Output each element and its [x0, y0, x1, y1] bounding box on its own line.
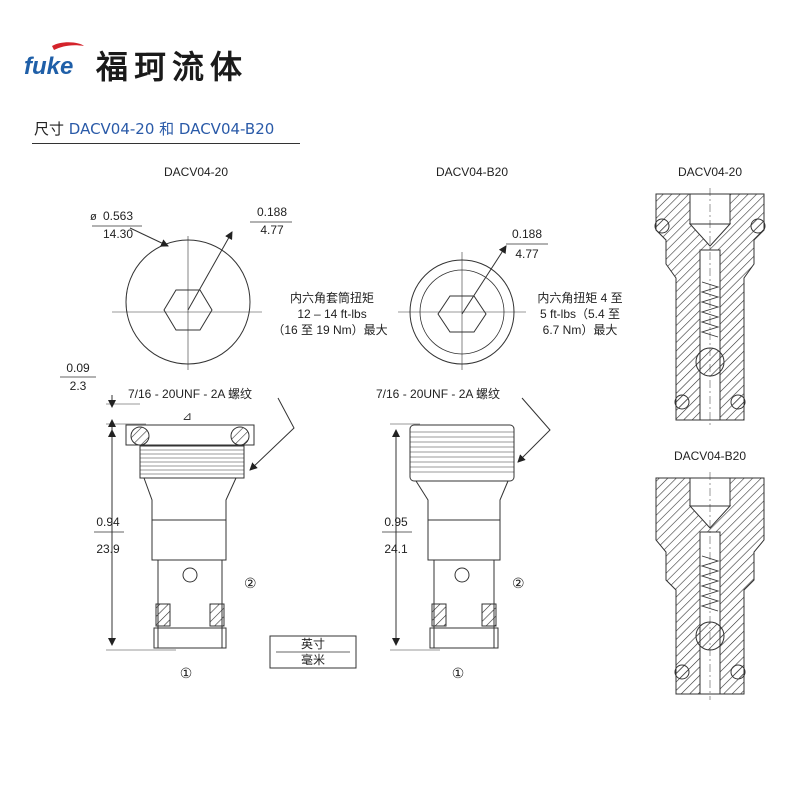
left-thread-label: 7/16 - 20UNF - 2A 螺纹: [128, 387, 252, 401]
svg-text:⊿: ⊿: [182, 409, 192, 423]
section-title: 尺寸 DACV04-20 和 DACV04-B20: [34, 118, 274, 139]
middle-side-view: [382, 397, 551, 651]
left-torque-line-2: 12 – 14 ft-lbs: [297, 307, 366, 321]
left-shoulder-mm: 2.3: [70, 379, 87, 393]
left-dia-mm: 14.30: [103, 227, 133, 241]
left-hex-socket: [163, 289, 213, 331]
middle-port-1: ①: [452, 665, 465, 681]
left-top-view: [92, 221, 292, 370]
middle-port-2: ②: [512, 575, 525, 591]
middle-length-mm: 24.1: [384, 542, 408, 556]
legend-inch: 英寸: [301, 637, 325, 651]
middle-torque-line-3: 6.7 Nm）最大: [543, 323, 618, 337]
middle-torque-line-2: 5 ft-lbs（5.4 至: [540, 307, 620, 321]
section-rule: [32, 143, 300, 144]
left-dia-symbol: ø: [90, 211, 97, 223]
middle-thread-label: 7/16 - 20UNF - 2A 螺纹: [376, 387, 500, 401]
middle-top-view: [398, 243, 548, 370]
middle-hex-inch: 0.188: [512, 227, 542, 241]
section-prefix: 尺寸: [34, 120, 69, 138]
legend-mm: 毫米: [301, 652, 325, 667]
left-length-mm: 23.9: [96, 542, 120, 556]
left-hex-mm: 4.77: [260, 223, 284, 237]
left-torque-line-1: 内六角套筒扭矩: [290, 290, 374, 305]
left-shoulder-inch: 0.09: [66, 361, 90, 375]
fuke-logo: fuke: [24, 42, 84, 80]
section-models: DACV04-20 和 DACV04-B20: [68, 120, 275, 138]
right-top-section: [654, 188, 766, 426]
middle-torque-line-1: 内六角扭矩 4 至: [537, 291, 622, 305]
left-port-2: ②: [244, 575, 257, 591]
middle-length-inch: 0.95: [384, 515, 408, 529]
left-port-1: ①: [180, 665, 193, 681]
middle-model-label: DACV04-B20: [436, 165, 508, 179]
left-hex-inch: 0.188: [257, 205, 287, 219]
left-length-inch: 0.94: [96, 515, 120, 529]
middle-hex-mm: 4.77: [515, 247, 539, 261]
left-torque-line-3: （16 至 19 Nm）最大: [272, 323, 387, 337]
unit-legend-box: [269, 635, 357, 669]
right-top-model-label: DACV04-20: [678, 165, 742, 179]
brand-name: 福珂流体: [96, 48, 249, 86]
left-dia-inch: 0.563: [103, 209, 133, 223]
right-bottom-model-label: DACV04-B20: [674, 449, 746, 463]
logo-text: fuke: [24, 53, 73, 80]
right-bottom-section: [655, 472, 765, 700]
left-model-label: DACV04-20: [164, 165, 228, 179]
left-side-view: ⊿: [60, 376, 295, 651]
